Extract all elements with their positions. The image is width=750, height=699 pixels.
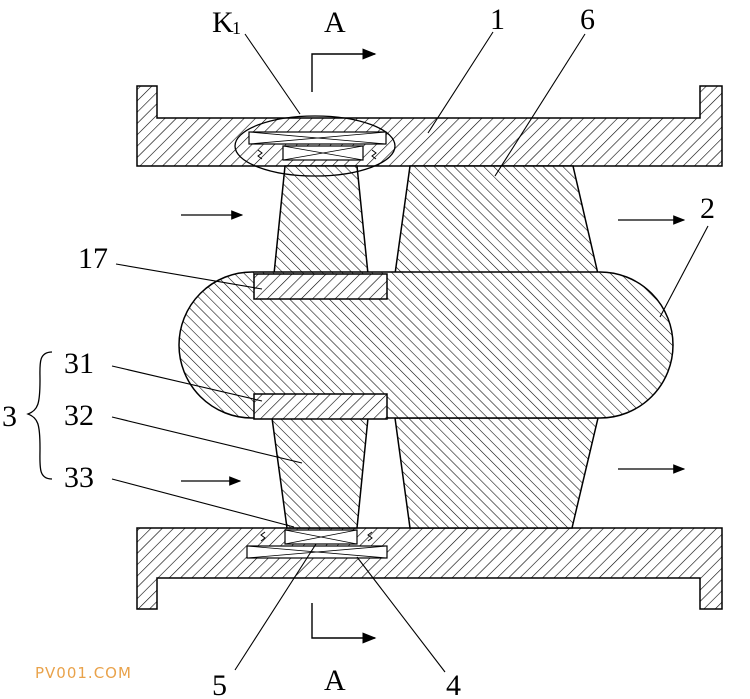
label-32: 32	[64, 399, 94, 432]
top-flange-plate	[136, 85, 723, 167]
lower-left-support	[271, 417, 369, 529]
upper-left-support	[273, 165, 369, 275]
label-3: 3	[2, 400, 17, 433]
label-1: 1	[490, 3, 505, 36]
lower-right-support	[394, 417, 599, 529]
label-33: 33	[64, 461, 94, 494]
watermark: PV001.COM	[35, 664, 132, 682]
leader-17	[115, 263, 263, 290]
upper-right-support	[394, 165, 599, 275]
label-section-a-top: A	[324, 6, 346, 39]
section-arrow-bottom	[311, 603, 377, 644]
leader-5	[234, 543, 317, 671]
leader-33	[111, 478, 295, 528]
top-bearing-assembly	[248, 131, 387, 161]
leader-1	[427, 31, 494, 134]
leader-31	[111, 365, 263, 402]
leader-2	[659, 225, 709, 318]
label-k1: K	[212, 6, 234, 39]
bottom-bearing-assembly	[246, 529, 388, 559]
insert-plate-17	[253, 273, 388, 300]
central-body	[178, 271, 674, 419]
leader-6	[494, 33, 586, 177]
label-5: 5	[212, 669, 227, 699]
label-6: 6	[580, 3, 595, 36]
label-4: 4	[446, 669, 461, 699]
leader-32	[111, 416, 303, 464]
detail-k1-ellipse	[234, 115, 396, 177]
insert-plate-31	[253, 393, 388, 420]
brace-group-3	[26, 351, 53, 480]
label-k1-subscript: 1	[232, 18, 241, 38]
label-section-a-bottom: A	[324, 664, 346, 697]
section-arrow-top	[311, 48, 377, 92]
label-17: 17	[78, 242, 108, 275]
leader-k1	[244, 33, 301, 115]
label-31: 31	[64, 347, 94, 380]
leader-4	[356, 556, 446, 673]
bottom-flange-plate	[136, 527, 723, 610]
label-2: 2	[700, 192, 715, 225]
